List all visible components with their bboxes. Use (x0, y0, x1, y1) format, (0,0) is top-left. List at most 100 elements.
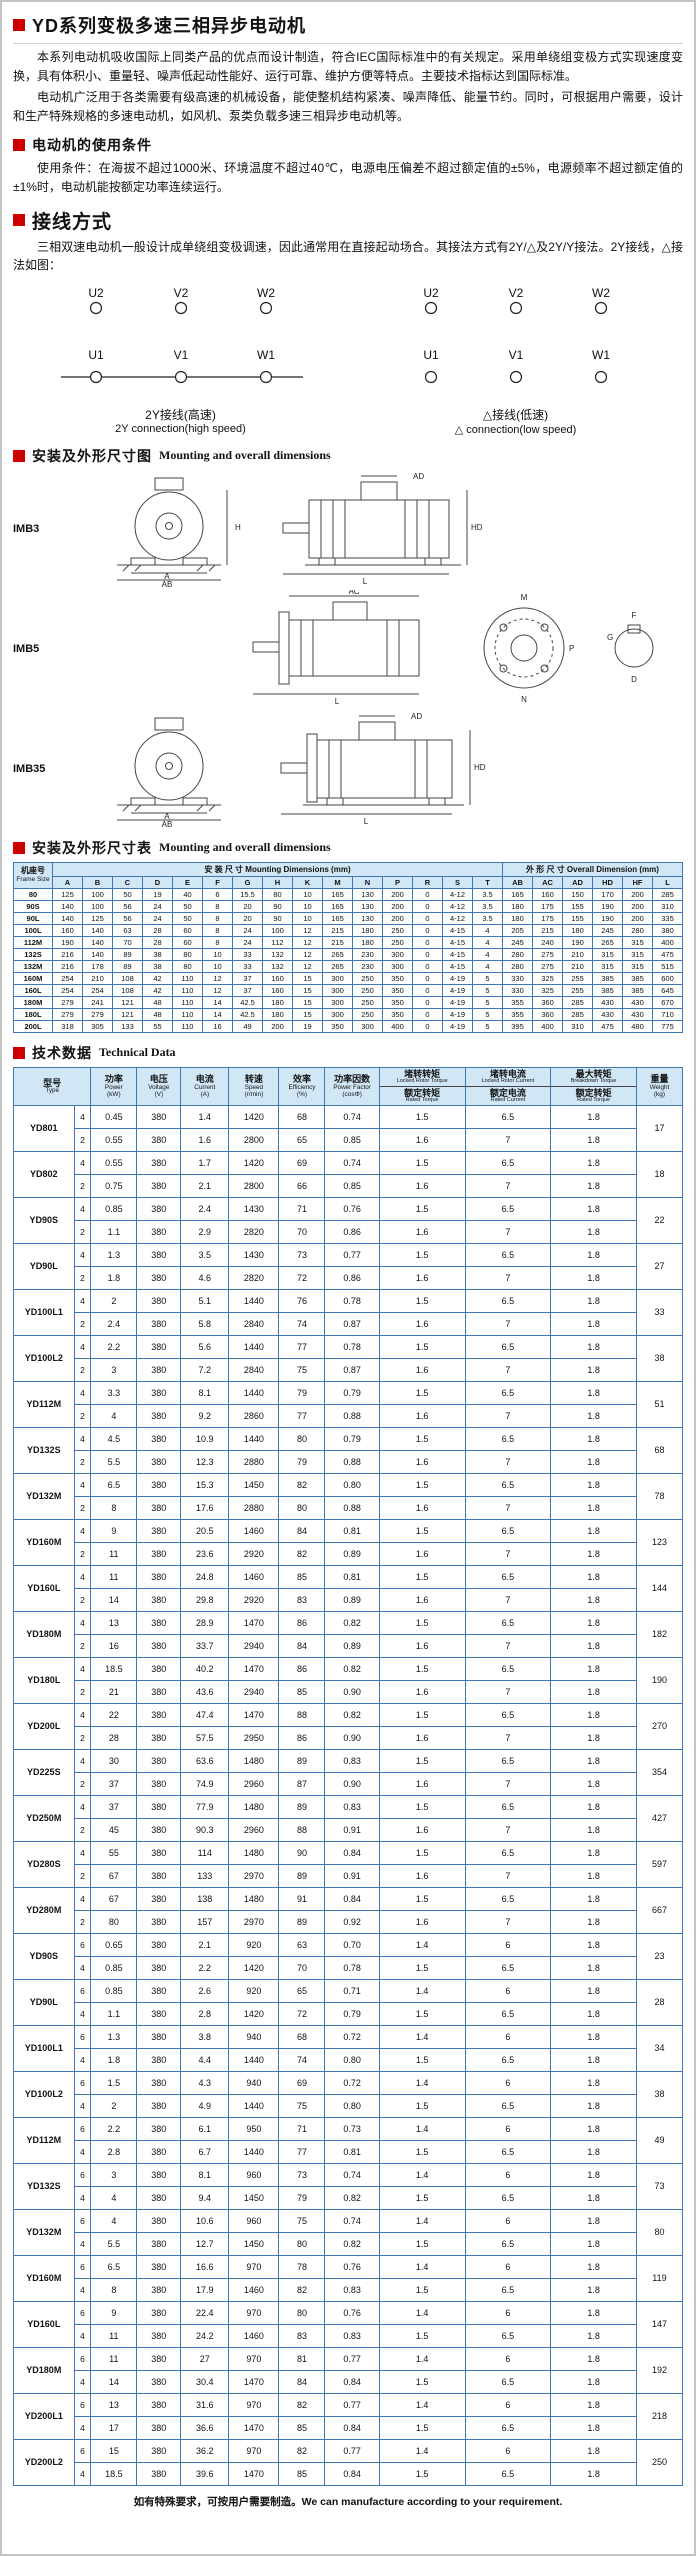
tech-value-cell: 380 (136, 2300, 182, 2325)
wiring-delta-figure: U2 V2 W2 U1 V1 W1 (423, 286, 610, 383)
pole-count-cell: 4 (73, 2001, 92, 2026)
tech-value-cell: 36.6 (180, 2415, 230, 2440)
tech-value-cell: 940 (228, 2024, 280, 2049)
tech-value-cell: 1.8 (550, 1127, 637, 1152)
terminal-label: W1 (592, 348, 610, 362)
pole-count-cell: 4 (73, 1955, 92, 1980)
tech-value-cell: 77 (278, 1403, 326, 1428)
tech-value-cell: 5.5 (90, 2231, 138, 2256)
tech-value-cell: 0.84 (324, 2369, 380, 2394)
tech-value-cell: 1.8 (550, 2415, 637, 2440)
dim-value-cell: 90 (262, 911, 293, 925)
tech-value-cell: 1440 (228, 2093, 280, 2118)
tech-value-cell: 1.6 (378, 1403, 466, 1428)
tech-value-cell: 1.8 (550, 2185, 637, 2210)
tech-value-cell: 380 (136, 2162, 182, 2187)
tech-value-cell: 37 (90, 1771, 138, 1796)
tech-value-cell: 1.5 (378, 1196, 466, 1221)
weight-cell: 147 (635, 2300, 684, 2348)
tech-value-cell: 380 (136, 2116, 182, 2141)
dim-letter-AC: AC (348, 590, 359, 596)
tech-value-cell: 7 (464, 1449, 552, 1474)
dim-value-cell: 0 (412, 1019, 443, 1033)
tech-value-cell: 7 (464, 1909, 552, 1934)
pole-count-cell: 6 (73, 1978, 92, 2003)
weight-cell: 190 (635, 1656, 684, 1704)
tech-value-cell: 9.4 (180, 2185, 230, 2210)
dim-value-cell: 12 (292, 923, 323, 937)
dim-value-cell: 315 (592, 947, 623, 961)
tech-value-cell: 1.6 (180, 1127, 230, 1152)
tech-value-cell: 0.86 (324, 1219, 380, 1244)
dim-letter-H: H (235, 523, 241, 532)
tech-value-cell: 1470 (228, 1656, 280, 1681)
dim-value-cell: 200 (622, 911, 653, 925)
dim-value-cell: 215 (532, 923, 563, 937)
tech-value-cell: 4.5 (90, 1426, 138, 1451)
dim-column-header: M (322, 875, 353, 889)
tech-value-cell: 69 (278, 1150, 326, 1175)
tech-value-cell: 6.1 (180, 2116, 230, 2141)
tech-value-cell: 1470 (228, 1610, 280, 1635)
tech-value-cell: 65 (278, 1127, 326, 1152)
tech-value-cell: 71 (278, 2116, 326, 2141)
tech-value-cell: 3 (90, 2162, 138, 2187)
tech-value-cell: 7 (464, 1725, 552, 1750)
tech-value-cell: 17 (90, 2415, 138, 2440)
dim-value-cell: 42 (142, 983, 173, 997)
tech-value-cell: 1450 (228, 1472, 280, 1497)
tech-value-cell: 380 (136, 1403, 182, 1428)
technical-data-table: 型号 Type 功率 Power (kW) 电压 Voltage (V) 电流 … (12, 1066, 684, 2486)
tech-value-cell: 77.9 (180, 1794, 230, 1819)
tech-value-cell: 0.90 (324, 1679, 380, 1704)
tech-value-cell: 6 (464, 2116, 552, 2141)
pole-count-cell: 6 (73, 2346, 92, 2371)
dim-value-cell: 315 (622, 959, 653, 973)
tech-value-cell: 17.6 (180, 1495, 230, 1520)
tech-value-cell: 1.8 (550, 1679, 637, 1704)
weight-cell: 33 (635, 1288, 684, 1336)
tech-value-cell: 1.8 (550, 1610, 637, 1635)
tech-value-cell: 1.4 (378, 2070, 466, 2095)
pole-count-cell: 4 (73, 1380, 92, 1405)
tech-value-cell: 6.5 (90, 1472, 138, 1497)
tech-value-cell: 45 (90, 1817, 138, 1842)
tech-value-cell: 1.6 (378, 1173, 466, 1198)
tech-value-cell: 6.5 (464, 1104, 552, 1129)
dim-value-cell: 50 (112, 887, 143, 901)
dim-value-cell: 430 (592, 995, 623, 1009)
dimension-table: 机座号 Frame Size 安 装 尺 寸 Mounting Dimensio… (13, 861, 683, 1033)
dim-value-cell: 56 (112, 899, 143, 913)
tech-value-cell: 0.82 (324, 1610, 380, 1635)
tech-value-cell: 0.81 (324, 1564, 380, 1589)
dim-value-cell: 5 (472, 1019, 503, 1033)
motor-type-cell: YD225S (13, 1748, 75, 1796)
tech-value-cell: 73 (278, 1242, 326, 1267)
dim-value-cell: 121 (112, 995, 143, 1009)
tech-value-cell: 6.5 (464, 1288, 552, 1313)
dim-letter-AD: AD (413, 472, 424, 481)
terminal-label: W1 (257, 348, 275, 362)
tech-value-cell: 4 (90, 2185, 138, 2210)
weight-cell: 192 (635, 2346, 684, 2394)
tech-value-cell: 138 (180, 1886, 230, 1911)
tech-value-cell: 86 (278, 1610, 326, 1635)
pole-count-cell: 4 (73, 1334, 92, 1359)
tech-value-cell: 1.8 (550, 1633, 637, 1658)
tech-value-cell: 1.5 (378, 2323, 466, 2348)
tech-value-cell: 6.5 (464, 2461, 552, 2486)
dim-value-cell: 3.5 (472, 899, 503, 913)
tech-header-row: 型号 Type 功率 Power (kW) 电压 Voltage (V) 电流 … (12, 1066, 684, 1106)
tech-value-cell: 1.8 (550, 1426, 637, 1451)
pole-count-cell: 4 (73, 2185, 92, 2210)
tech-value-cell: 6.5 (464, 2001, 552, 2026)
tech-value-cell: 1.8 (550, 1219, 637, 1244)
tech-value-cell: 4 (90, 1403, 138, 1428)
dim-value-cell: 38 (142, 947, 173, 961)
tech-value-cell: 89 (278, 1748, 326, 1773)
